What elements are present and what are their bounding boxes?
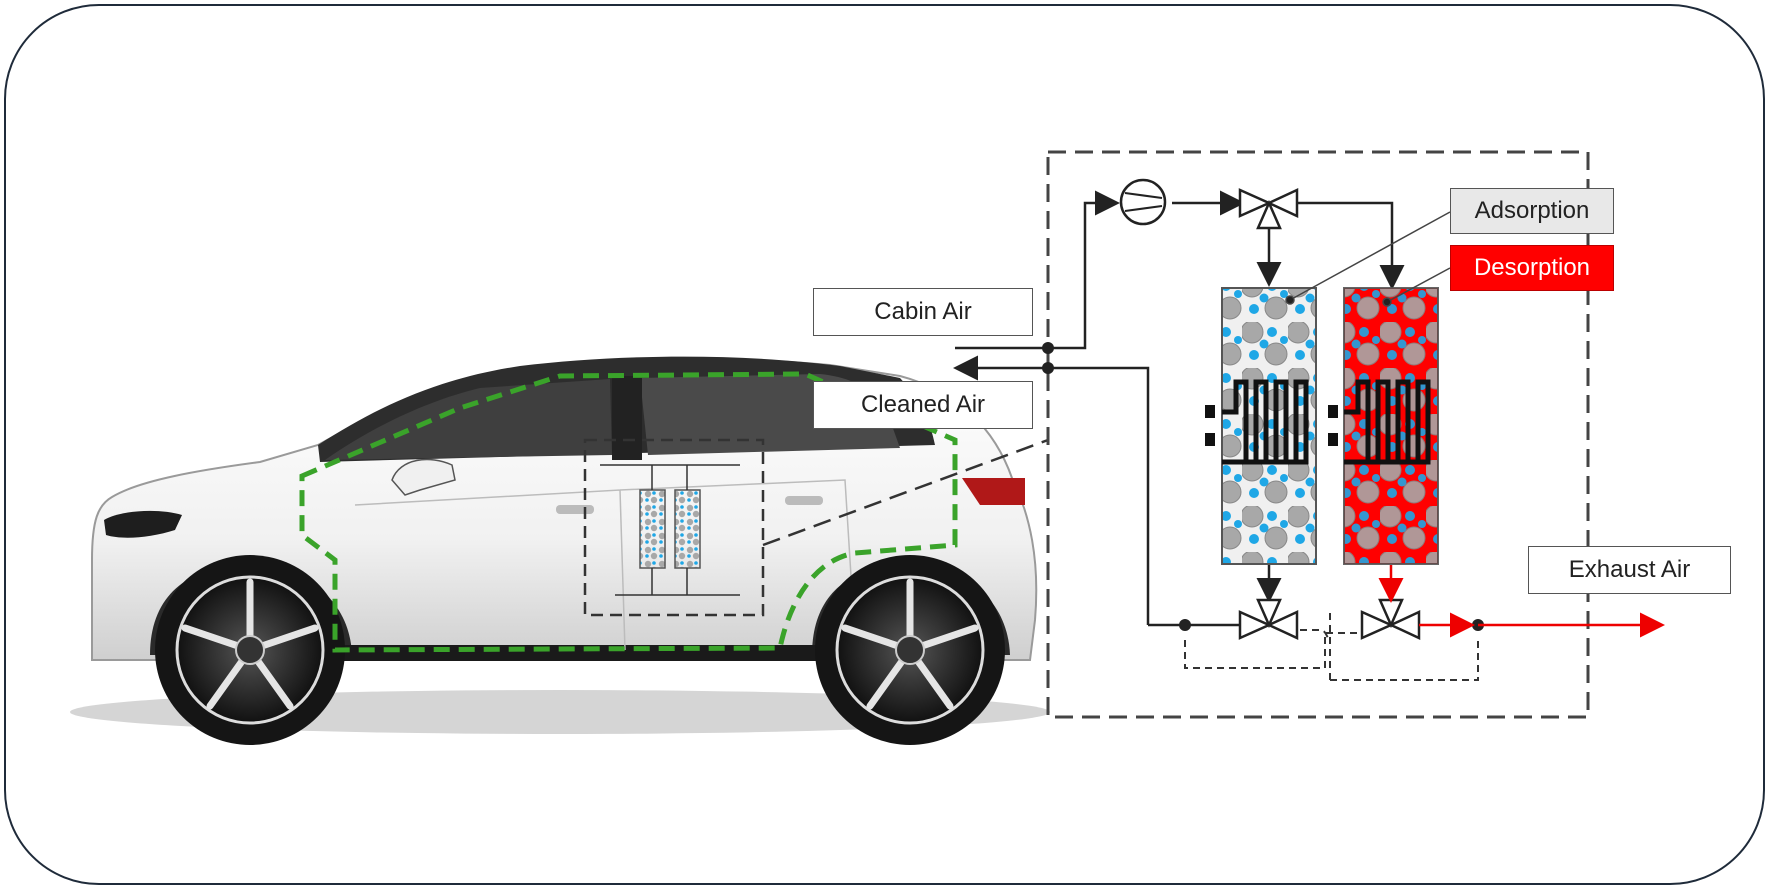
exhaust-air-label: Exhaust Air	[1528, 546, 1731, 594]
front-door-handle	[556, 505, 594, 514]
side-mirror	[391, 458, 456, 496]
adsorber-column	[1205, 287, 1317, 565]
mini-adsorber	[639, 489, 666, 569]
valve-icon	[1238, 188, 1299, 230]
desorber-column	[1328, 287, 1439, 565]
callout-lines	[1285, 211, 1451, 307]
sill	[330, 645, 830, 661]
front-window	[325, 379, 612, 460]
system-boundary	[1046, 150, 1590, 719]
pump-icon	[1119, 178, 1167, 226]
heat-exchanger-coil	[1344, 379, 1431, 465]
valve-icon	[1360, 598, 1421, 640]
adsorption-label: Adsorption	[1450, 188, 1614, 234]
mini-desorber	[674, 489, 701, 569]
cabin-outline	[299, 371, 958, 653]
car-illustration	[70, 356, 1050, 745]
desorption-label: Desorption	[1450, 245, 1614, 291]
coil-port-icon	[1205, 405, 1215, 446]
front-wheel	[155, 555, 345, 745]
taillight	[962, 478, 1025, 505]
control-lines	[1184, 610, 1479, 681]
headlight	[104, 510, 182, 538]
coil-port-icon	[1328, 405, 1338, 446]
rear-wheel	[815, 555, 1005, 745]
cleaned-air-label: Cleaned Air	[813, 381, 1033, 429]
heat-exchanger-coil	[1222, 379, 1309, 465]
cabin-air-label: Cabin Air	[813, 288, 1033, 336]
pipework	[953, 190, 1405, 627]
b-pillar	[612, 376, 642, 460]
zoom-line-1	[762, 438, 1049, 547]
exhaust-flow	[1378, 565, 1665, 638]
mini-system	[583, 438, 765, 617]
rear-door-handle	[785, 496, 823, 505]
valve-icon	[1238, 598, 1299, 640]
